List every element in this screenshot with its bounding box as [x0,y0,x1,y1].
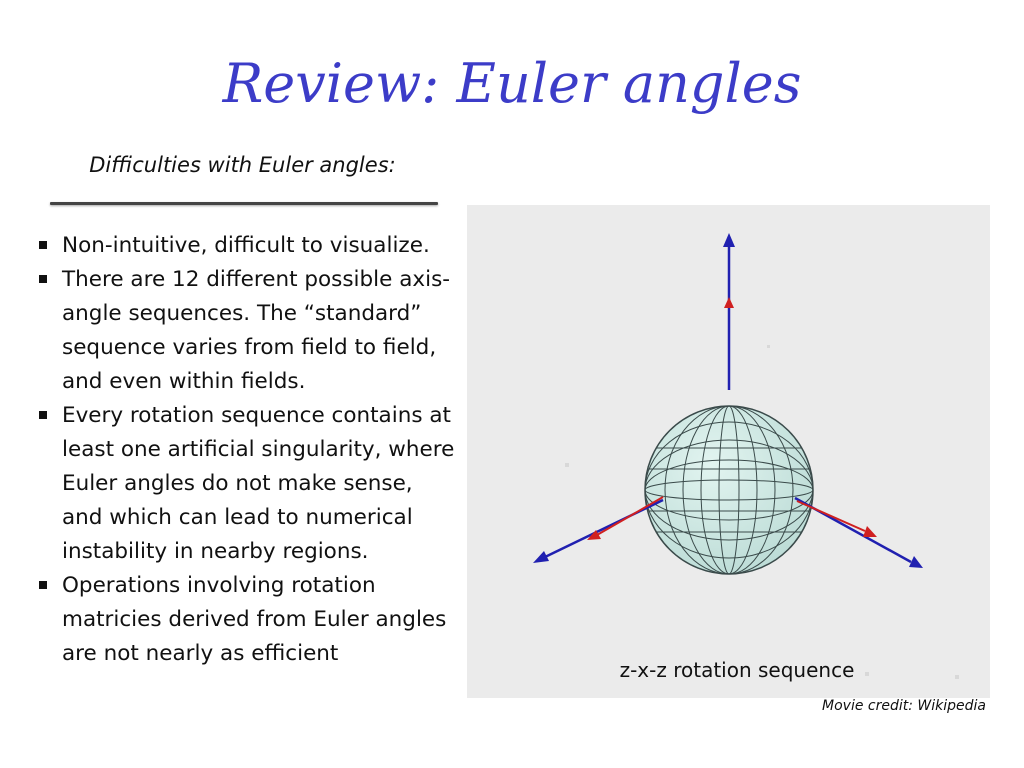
euler-rotation-illustration [533,233,959,679]
figure-caption: z-x-z rotation sequence [619,658,855,682]
figure-credit: Movie credit: Wikipedia [822,698,986,714]
square-bullet-icon [39,411,47,419]
list-item: Every rotation sequence contains at leas… [36,399,456,569]
x-axis-arrowhead-icon [533,551,549,563]
bullet-text: Non-intuitive, difficult to visualize. [62,233,430,258]
x-axis-rotated-line [596,496,664,536]
rotation-figure: z-x-z rotation sequence [467,205,990,698]
bullet-text: There are 12 different possible axis-ang… [62,267,451,394]
bullet-list: Non-intuitive, difficult to visualize. T… [36,229,456,671]
bullet-text: Operations involving rotation matricies … [62,573,447,666]
y-axis-rotated-arrowhead-icon [863,526,877,537]
sphere [644,405,814,575]
x-axis-rotated-arrowhead-icon [587,530,601,540]
list-item: There are 12 different possible axis-ang… [36,263,456,399]
z-axis-arrowhead-icon [723,233,735,247]
list-item: Operations involving rotation matricies … [36,569,456,671]
slide-subtitle: Difficulties with Euler angles: [89,153,396,177]
square-bullet-icon [39,241,47,249]
slide-title: Review: Euler angles [222,52,802,115]
list-item: Non-intuitive, difficult to visualize. [36,229,456,263]
subtitle-divider [50,202,438,205]
bullet-text: Every rotation sequence contains at leas… [62,403,455,564]
square-bullet-icon [39,581,47,589]
y-axis-arrowhead-icon [909,556,923,568]
y-axis-rotated-line [796,500,866,532]
x-axis-line [544,498,664,559]
z-axis-rotated-arrowhead-icon [724,297,734,308]
square-bullet-icon [39,275,47,283]
